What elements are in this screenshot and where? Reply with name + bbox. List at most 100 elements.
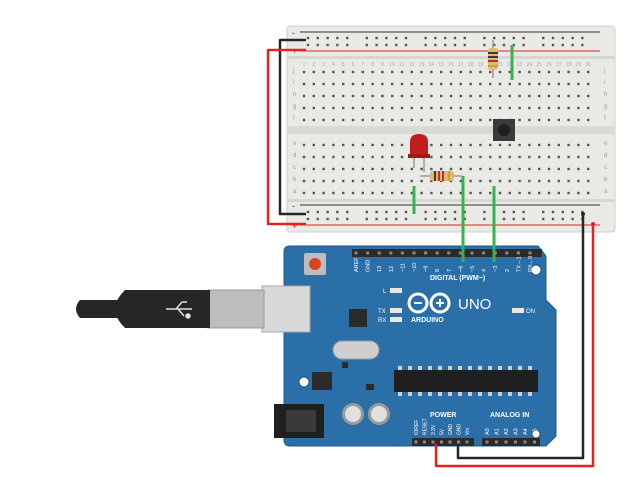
resistor-top[interactable] — [488, 40, 498, 78]
rail-minus-bottom: - — [292, 201, 295, 211]
column-number: 2 — [312, 62, 315, 68]
analog-pin-label: A0 — [485, 428, 491, 435]
power-pin-label: Vin — [465, 428, 471, 435]
mounting-hole — [298, 376, 310, 388]
power-pin-label: 5V — [440, 428, 446, 435]
resistor-bottom[interactable] — [420, 171, 462, 181]
usb-port — [261, 285, 311, 333]
led-l-label: L — [383, 289, 387, 295]
column-number: 14 — [429, 62, 435, 68]
digital-pin-label: ~5 — [470, 266, 476, 272]
column-number: 29 — [576, 62, 582, 68]
digital-header — [352, 249, 542, 257]
digital-pin-label: TX→1 — [516, 256, 522, 272]
svg-text:h: h — [604, 92, 607, 98]
header-socket[interactable] — [495, 440, 498, 444]
usb-cable — [76, 285, 311, 333]
power-pin-label: GND — [457, 424, 463, 436]
header-socket[interactable] — [485, 440, 489, 444]
column-number: 11 — [399, 62, 404, 68]
wire-black-gnd[interactable] — [456, 214, 585, 460]
reset-button-cap — [309, 258, 321, 270]
analog-pin-label: A2 — [504, 428, 510, 435]
header-socket[interactable] — [482, 251, 486, 255]
column-number: 7 — [361, 62, 364, 68]
header-socket[interactable] — [533, 440, 536, 444]
header-socket[interactable] — [505, 251, 509, 255]
digital-label: DIGITAL (PWM~) — [430, 275, 485, 282]
header-socket[interactable] — [412, 251, 416, 255]
column-number: 15 — [438, 62, 444, 68]
header-socket[interactable] — [414, 440, 418, 444]
wires — [266, 38, 595, 468]
rail-plus-bottom: + — [292, 221, 297, 231]
column-number: 9 — [381, 62, 384, 68]
usb-connector-metal — [207, 289, 265, 329]
svg-text:g: g — [293, 104, 296, 110]
analog-label: ANALOG IN — [490, 412, 529, 419]
header-socket[interactable] — [470, 251, 474, 255]
header-socket[interactable] — [447, 251, 451, 255]
push-button[interactable] — [493, 119, 515, 141]
header-socket[interactable] — [448, 440, 452, 444]
column-number: 5 — [342, 62, 345, 68]
header-socket[interactable] — [435, 251, 439, 255]
header-socket[interactable] — [440, 440, 443, 444]
header-socket[interactable] — [528, 251, 532, 255]
column-number: 21 — [497, 62, 503, 68]
usb-interface-chip — [349, 309, 367, 327]
red-led[interactable] — [408, 134, 430, 172]
svg-text:c: c — [604, 165, 607, 171]
svg-text:e: e — [293, 141, 297, 147]
header-socket[interactable] — [458, 251, 462, 255]
breadboard: - + - + j i h g f e d c b a j i h g f e … — [286, 25, 616, 233]
column-number: 19 — [478, 62, 484, 68]
header-socket[interactable] — [431, 440, 435, 444]
column-number: 24 — [527, 62, 533, 68]
svg-text:j: j — [292, 68, 294, 74]
header-socket[interactable] — [366, 251, 370, 255]
column-number: 28 — [566, 62, 572, 68]
header-socket[interactable] — [400, 251, 404, 255]
header-socket[interactable] — [514, 440, 517, 444]
column-number: 1 — [303, 62, 306, 68]
svg-text:i: i — [604, 80, 605, 86]
led-rx-label: RX — [378, 318, 386, 324]
digital-pin-label: AREF — [354, 257, 360, 272]
svg-text:a: a — [604, 189, 608, 195]
column-number: 18 — [468, 62, 474, 68]
wire-black-left[interactable] — [278, 38, 306, 216]
header-socket[interactable] — [424, 251, 428, 255]
power-pin-label: GND — [448, 424, 454, 436]
header-socket[interactable] — [389, 251, 393, 255]
led-l — [390, 288, 402, 293]
digital-pin-label: 13 — [377, 266, 383, 272]
digital-pin-label: ~9 — [424, 266, 430, 272]
power-pin-label: 3.3V — [431, 424, 437, 435]
svg-text:g: g — [604, 104, 607, 110]
header-socket[interactable] — [423, 440, 426, 444]
wire-red-5v[interactable] — [434, 224, 595, 468]
svg-text:b: b — [604, 177, 608, 183]
column-number: 30 — [585, 62, 591, 68]
led-rx — [390, 317, 402, 322]
svg-text:b: b — [293, 177, 297, 183]
column-number: 22 — [507, 62, 513, 68]
digital-pin-label: 4 — [482, 269, 488, 272]
header-socket[interactable] — [516, 251, 520, 255]
crystal-oscillator — [332, 340, 380, 360]
column-number: 25 — [536, 62, 542, 68]
header-socket[interactable] — [457, 440, 460, 444]
mounting-hole — [530, 264, 542, 276]
header-socket[interactable] — [354, 251, 358, 255]
header-socket[interactable] — [465, 440, 469, 444]
led-on — [512, 308, 524, 313]
wire-red-left[interactable] — [266, 48, 306, 226]
uno-logo-text: UNO — [458, 296, 491, 313]
header-socket[interactable] — [377, 251, 381, 255]
on-label: ON — [526, 309, 535, 315]
digital-pin-label: 7 — [447, 269, 453, 272]
row-letters-right: j i h g f e d c b a — [603, 68, 608, 195]
header-socket[interactable] — [504, 440, 508, 444]
header-socket[interactable] — [523, 440, 527, 444]
